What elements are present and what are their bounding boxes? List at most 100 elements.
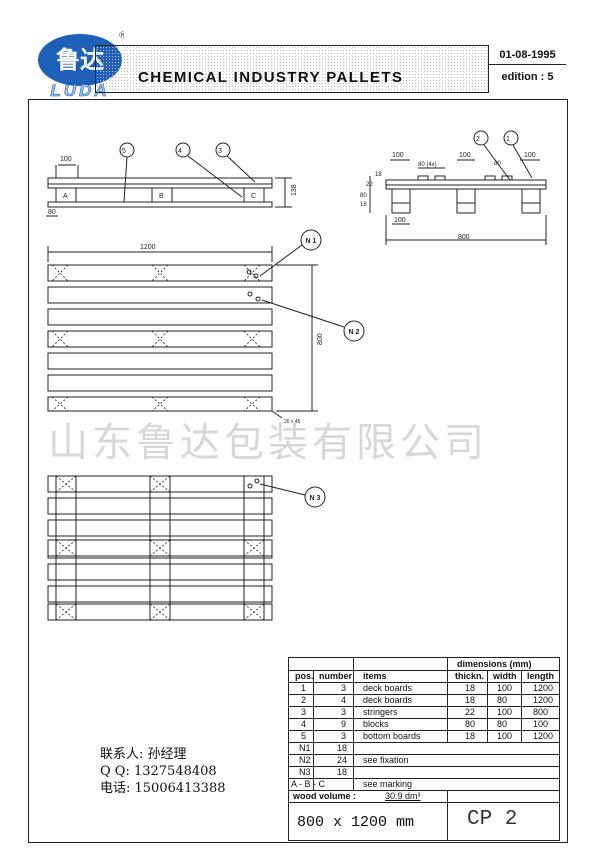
callout-5: 5 <box>122 148 126 155</box>
dim-front-h2: 18 <box>375 172 382 178</box>
marking-note: see marking <box>363 779 413 789</box>
cell-width: 100 <box>497 731 513 741</box>
label-block-c: C <box>251 193 256 200</box>
label-block-b: B <box>159 193 164 200</box>
cell-thickn: 22 <box>465 707 476 717</box>
size-label: 800 x 1200 mm <box>297 814 415 831</box>
contact-person: 联系人: 孙经理 <box>100 747 187 762</box>
cell-pos: 3 <box>301 707 307 717</box>
callout-2: 2 <box>476 136 480 143</box>
wood-volume-label: wood volume : <box>293 791 356 801</box>
nail-pos: N2 <box>299 755 311 765</box>
table-row: N3 18 <box>289 766 559 779</box>
col-items: items <box>363 671 387 681</box>
nail-mark <box>255 296 261 302</box>
contact-qq: Q Q: 1327548408 <box>100 764 217 779</box>
nail-number: 18 <box>337 743 348 753</box>
dim-front-d4: 80 <box>494 161 501 167</box>
dim-front-d5: 100 <box>524 152 536 159</box>
callout-n2: N 2 <box>349 329 360 336</box>
top-view <box>47 229 365 419</box>
label-block-a: A <box>63 193 68 200</box>
cell-pos: 4 <box>301 719 307 729</box>
wood-volume-value: 30.9 dm³ <box>385 791 421 801</box>
nail-pos: N1 <box>299 743 311 753</box>
dim-top-length: 1200 <box>140 244 156 251</box>
nail-note: see fixation <box>363 755 409 765</box>
dim-front-width: 800 <box>458 234 470 241</box>
nail-mark <box>253 273 259 279</box>
cell-pos: 1 <box>301 683 307 693</box>
dim-top-depth: 800 <box>317 333 324 345</box>
dim-front-d3: 100 <box>459 152 471 159</box>
table-row: A - B - C see marking <box>289 778 559 791</box>
cell-number: 3 <box>341 683 347 693</box>
nail-pos: N3 <box>299 767 311 777</box>
registered-mark: ® <box>118 31 124 41</box>
callout-n1: N 1 <box>306 238 317 245</box>
cell-length: 1200 <box>533 695 554 705</box>
col-length: length <box>527 671 554 681</box>
col-width: width <box>493 671 517 681</box>
pallet-code: CP 2 <box>467 808 518 831</box>
header-edition: edition : 5 <box>501 71 554 83</box>
side-view <box>46 142 292 217</box>
cell-number: 9 <box>341 719 347 729</box>
nail-number: 18 <box>337 767 348 777</box>
nail-number: 24 <box>337 755 348 765</box>
col-number: number <box>319 671 353 681</box>
table-row: N1 18 <box>289 742 559 755</box>
cell-length: 100 <box>533 719 549 729</box>
company-watermark: 山东鲁达包装有限公司 <box>48 420 488 466</box>
nail-mark <box>246 269 252 275</box>
cell-pos: 5 <box>301 731 307 741</box>
header-date: 01-08-1995 <box>489 49 566 65</box>
marking-pos: A - B - C <box>291 779 326 789</box>
cell-width: 80 <box>497 719 508 729</box>
front-view <box>369 130 547 245</box>
table-header: pos. number items thickn. width length <box>289 670 559 683</box>
cell-pos: 2 <box>301 695 307 705</box>
cell-thickn: 80 <box>465 719 476 729</box>
callout-1: 1 <box>506 136 510 143</box>
dim-front-h1: 22 <box>366 182 373 188</box>
dim-front-b1: 100 <box>394 217 406 224</box>
table-row: 4 9 blocks 80 80 100 <box>289 718 559 731</box>
dim-side-bottom: 80 <box>48 209 56 216</box>
parts-table: dimensions (mm) pos. number items thickn… <box>288 657 560 841</box>
cell-thickn: 18 <box>465 683 476 693</box>
cell-length: 1200 <box>533 731 554 741</box>
cell-item: deck boards <box>363 683 413 693</box>
col-pos: pos. <box>295 671 314 681</box>
table-row: N2 24 see fixation <box>289 754 559 767</box>
cell-thickn: 18 <box>465 695 476 705</box>
table-header-top: dimensions (mm) <box>289 658 559 671</box>
cell-length: 1200 <box>533 683 554 693</box>
callout-3: 3 <box>218 148 222 155</box>
cell-item: stringers <box>363 707 398 717</box>
contact-phone: 电话: 15006413388 <box>100 781 226 796</box>
cell-number: 4 <box>341 695 347 705</box>
cell-number: 3 <box>341 707 347 717</box>
contact-info: 联系人: 孙经理 Q Q: 1327548408 电话: 15006413388 <box>100 746 226 797</box>
bottom-view <box>47 475 326 621</box>
cell-item: bottom boards <box>363 731 421 741</box>
cell-width: 100 <box>497 707 513 717</box>
dim-chamfer: 20 x 45 <box>284 419 301 425</box>
cell-number: 3 <box>341 731 347 741</box>
wood-volume-row: wood volume : 30.9 dm³ <box>289 790 559 803</box>
dimensions-header: dimensions (mm) <box>457 659 532 669</box>
cell-item: blocks <box>363 719 389 729</box>
dim-side-height: 138 <box>291 184 298 196</box>
page-title: CHEMICAL INDUSTRY PALLETS <box>138 69 404 86</box>
nail-mark <box>247 291 253 297</box>
callout-n3: N 3 <box>310 495 321 502</box>
logo-en-text: LUDA <box>50 81 109 98</box>
callout-4: 4 <box>178 148 182 155</box>
dim-side-top: 100 <box>60 156 72 163</box>
